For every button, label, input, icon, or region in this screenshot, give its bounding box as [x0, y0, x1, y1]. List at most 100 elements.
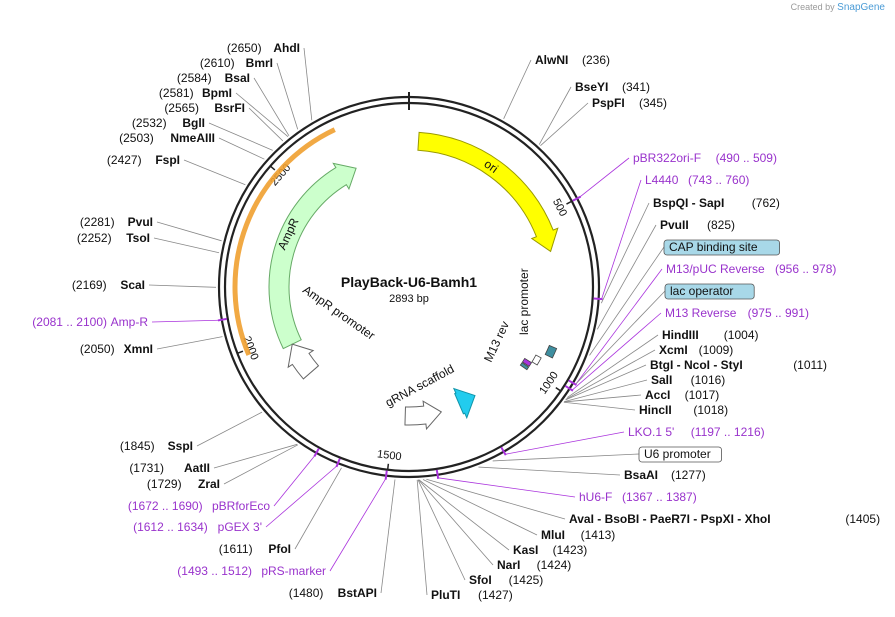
- ampr-promoter-feature: [287, 343, 320, 380]
- site-position: (1011): [793, 358, 827, 372]
- tick-mark: [566, 200, 573, 205]
- m13-rev-block: [544, 344, 558, 359]
- site-name: PvuI: [128, 215, 153, 229]
- site-position: (2252): [77, 231, 112, 245]
- site-label-amp-r: Amp-R(2081 .. 2100): [32, 315, 148, 329]
- primer-mark: [500, 446, 507, 456]
- site-label-aatii: AatII (1731): [129, 461, 210, 475]
- leader-line: [418, 479, 494, 566]
- site-name: HincII: [639, 403, 672, 417]
- site-name: SalI: [651, 373, 672, 387]
- leader-line: [235, 92, 289, 137]
- lac-operator-block: [531, 354, 542, 366]
- leader-line: [213, 443, 298, 469]
- leader-line: [208, 122, 273, 151]
- site-name: BpmI: [202, 86, 232, 100]
- site-name: BsrFI: [214, 101, 245, 115]
- leader-line: [148, 284, 217, 288]
- site-position: (975 .. 991): [748, 306, 809, 320]
- site-name: TsoI: [126, 231, 150, 245]
- leader-line: [478, 466, 621, 476]
- tick-label: 500: [550, 197, 569, 219]
- site-name: hU6-F: [579, 490, 612, 504]
- m13-reverse-block: [521, 357, 533, 367]
- site-position: (2427): [107, 153, 142, 167]
- site-name: AatII: [184, 461, 210, 475]
- site-label-lac-operator: lac operator: [664, 283, 755, 300]
- site-label-sfoi: SfoI(1425): [469, 573, 543, 587]
- site-name: M13/pUC Reverse: [666, 262, 765, 276]
- snapgene-logo: SnapGene: [837, 2, 885, 13]
- site-position: (2650): [227, 41, 262, 55]
- site-label-mlui: MluI(1413): [541, 528, 615, 542]
- site-position: (1672 .. 1690): [128, 499, 203, 513]
- site-label-pbrforeco: pBRforEco(1672 .. 1690): [128, 499, 270, 513]
- leader-line: [418, 479, 510, 551]
- leader-line: [575, 290, 666, 385]
- leader-line: [153, 237, 220, 254]
- site-position: (1413): [581, 528, 616, 542]
- leader-line: [596, 224, 657, 330]
- site-position: (2532): [132, 116, 167, 130]
- primer-mark: [564, 385, 574, 392]
- created-by-text: Created by: [790, 2, 835, 12]
- primer-mark: [568, 379, 577, 386]
- site-name: KasI: [513, 543, 538, 557]
- leader-line: [303, 47, 313, 121]
- leader-line: [601, 179, 642, 300]
- leader-line: [589, 246, 665, 356]
- site-label-m13-puc-reverse: M13/pUC Reverse(956 .. 978): [666, 262, 836, 276]
- site-position: (2610): [200, 56, 235, 70]
- site-label-xcmi: XcmI(1009): [659, 343, 733, 357]
- site-name: PluTI: [431, 588, 460, 602]
- ampr-promoter-label: AmpR promoter: [300, 283, 377, 343]
- site-position: (1197 .. 1216): [691, 425, 765, 439]
- site-label-btgi-ncoi-styi: BtgI - NcoI - StyI(1011): [650, 358, 827, 372]
- site-name: NarI: [497, 558, 520, 572]
- site-label-prs-marker: pRS-marker(1493 .. 1512): [177, 564, 326, 578]
- leader-line: [538, 86, 572, 145]
- site-name: pRS-marker: [261, 564, 326, 578]
- site-position: (1423): [553, 543, 588, 557]
- site-position: (345): [639, 96, 667, 110]
- site-position: (1367 .. 1387): [622, 490, 697, 504]
- feature-label-box: [664, 283, 755, 300]
- tick-mark: [269, 165, 276, 171]
- site-label-m13-reverse: M13 Reverse(975 .. 991): [665, 306, 809, 320]
- site-name: PfoI: [268, 542, 291, 556]
- leader-line: [566, 334, 659, 398]
- site-position: (2281): [80, 215, 115, 229]
- grna-scaffold-label: gRNA scaffold: [383, 362, 457, 410]
- site-label-nmeaiii: NmeAIII(2503): [119, 131, 215, 145]
- site-name: XcmI: [659, 343, 688, 357]
- site-label-bspqi-sapi: BspQI - SapI(762): [653, 196, 780, 210]
- leader-line: [564, 379, 648, 402]
- grna-scaffold-feature: [404, 400, 443, 431]
- site-name: AvaI - BsoBI - PaeR7I - PspXI - XhoI: [569, 512, 771, 526]
- site-name: BglI: [182, 116, 205, 130]
- site-position: (2169): [72, 278, 107, 292]
- leader-line: [565, 364, 647, 401]
- site-label-hindiii: HindIII(1004): [662, 328, 758, 342]
- label-leader-lines: [148, 47, 666, 596]
- site-position: (1611): [219, 542, 253, 556]
- site-position: (2581): [159, 86, 194, 100]
- site-label-bseyi: BseYI(341): [575, 80, 650, 94]
- site-label-bpmi: BpmI (2581): [159, 86, 232, 100]
- leader-line: [540, 102, 589, 146]
- site-name: L4440: [645, 173, 679, 187]
- site-name: PvuII: [660, 218, 689, 232]
- site-label-sali: SalI (1016): [651, 373, 725, 387]
- site-position: (1277): [671, 468, 706, 482]
- leader-line: [575, 268, 663, 385]
- tick-mark: [386, 463, 390, 470]
- site-label-pgex-3: pGEX 3'(1612 .. 1634): [133, 520, 262, 534]
- site-name: pBR322ori-F: [633, 151, 701, 165]
- site-position: (825): [707, 218, 735, 232]
- feature-label-box: [638, 446, 722, 463]
- site-position: (762): [752, 196, 780, 210]
- site-name: PspFI: [592, 96, 625, 110]
- site-position: (1731): [129, 461, 164, 475]
- site-position: (1016): [691, 373, 726, 387]
- ori-feature: [417, 131, 559, 253]
